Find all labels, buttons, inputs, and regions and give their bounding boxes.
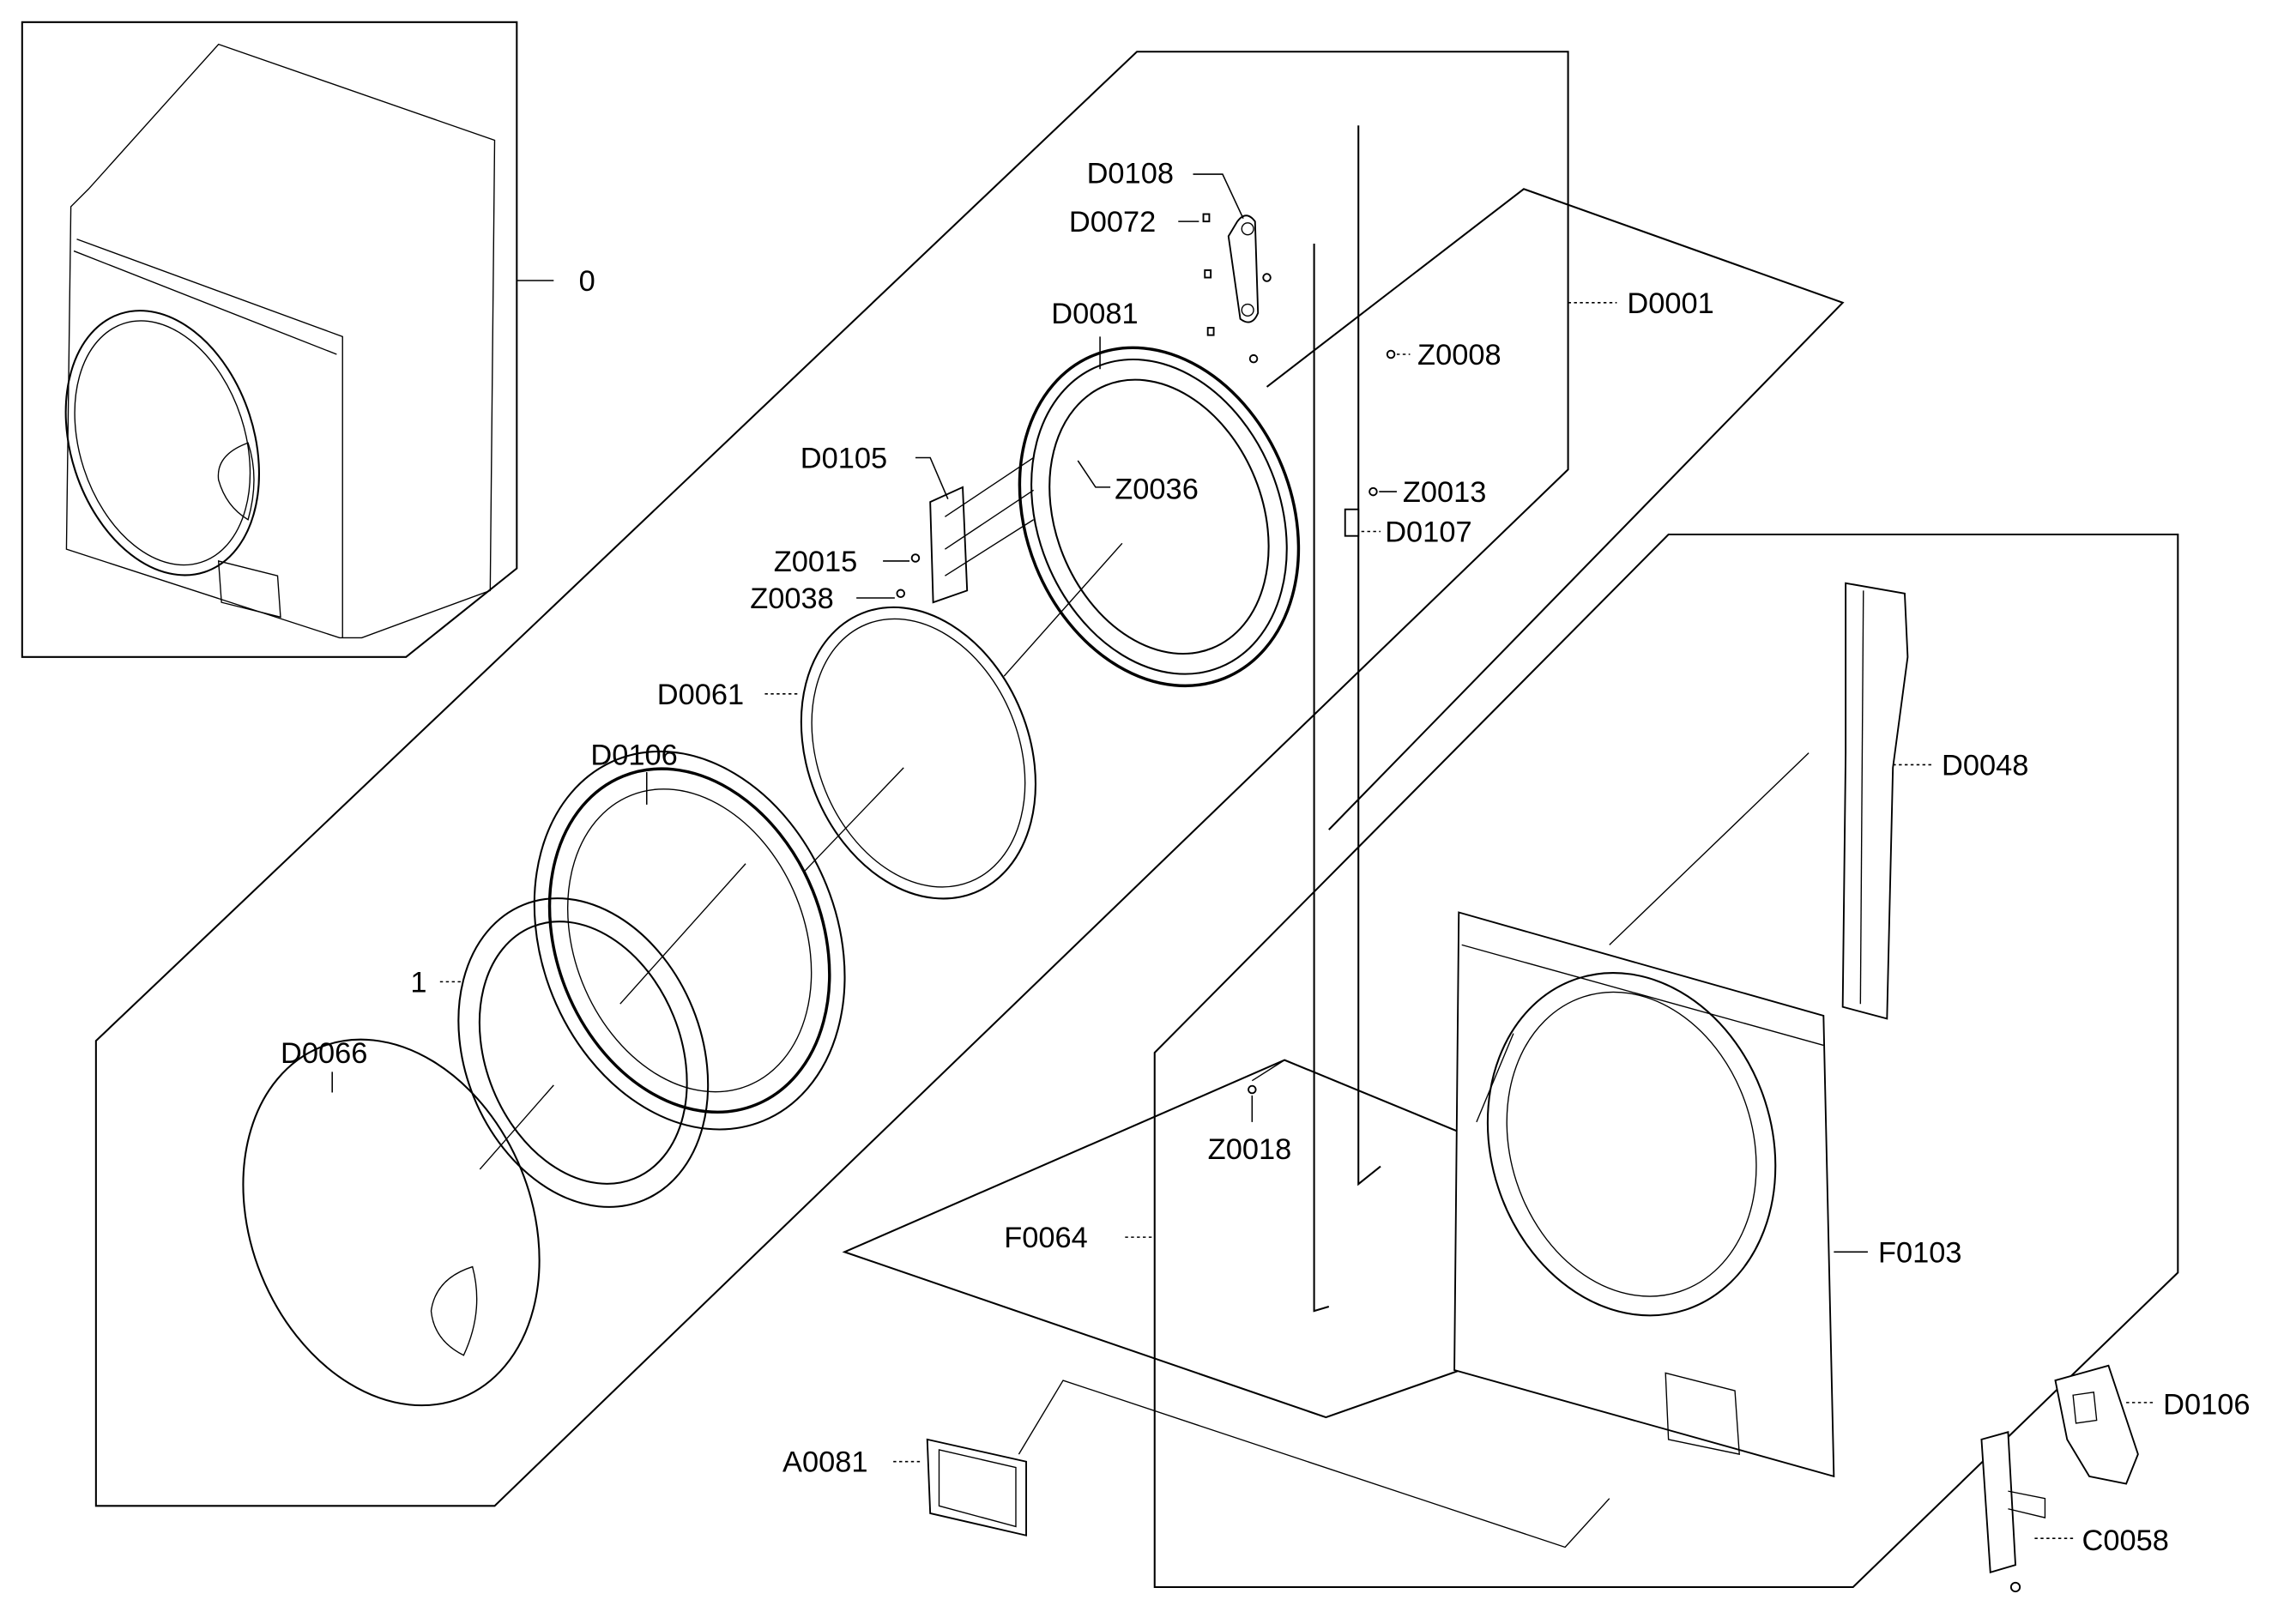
label-d0108: D0108 bbox=[1087, 157, 1174, 190]
label-d0048: D0048 bbox=[1942, 749, 2028, 782]
label-f0064: F0064 bbox=[1004, 1222, 1088, 1254]
screw-z0018: Z0018 bbox=[1208, 1060, 1292, 1166]
hinge-part: D0108 D0072 bbox=[1069, 157, 1272, 364]
label-d0001: D0001 bbox=[1627, 287, 1713, 320]
label-z0038: Z0038 bbox=[750, 583, 834, 615]
label-a0081: A0081 bbox=[782, 1446, 868, 1479]
label-d0072: D0072 bbox=[1069, 206, 1156, 238]
side-brace: D0048 bbox=[1609, 582, 2028, 1020]
label-d0105: D0105 bbox=[801, 443, 887, 475]
label-assembly: 0 bbox=[579, 265, 595, 298]
hinge-cover-a0081: A0081 bbox=[782, 1379, 1610, 1549]
front-panel-group: F0064 bbox=[842, 533, 2179, 1589]
door-frame-ring: D0081 Z0036 bbox=[1018, 298, 1301, 688]
bottom-right-parts: D0106 C0058 bbox=[1980, 1364, 2251, 1593]
label-d0061: D0061 bbox=[657, 679, 744, 711]
door-trim-ring: D0106 bbox=[533, 739, 846, 1131]
label-z0008: Z0008 bbox=[1417, 339, 1501, 371]
label-z0018: Z0018 bbox=[1208, 1133, 1292, 1166]
door-cover: D0066 bbox=[242, 1037, 541, 1407]
label-d0066: D0066 bbox=[281, 1037, 367, 1070]
door-assembly-group: 1 bbox=[94, 51, 1569, 1507]
label-z0036: Z0036 bbox=[1115, 474, 1199, 506]
label-z0013: Z0013 bbox=[1403, 476, 1487, 509]
inner-glass: D0061 bbox=[657, 542, 1123, 900]
label-d0106-ring: D0106 bbox=[590, 739, 677, 771]
label-d0106-bracket: D0106 bbox=[2163, 1389, 2250, 1422]
label-z0015: Z0015 bbox=[774, 546, 858, 578]
hinge-group: D0001 bbox=[1266, 125, 1845, 1313]
label-d0107: D0107 bbox=[1385, 516, 1471, 549]
door-outer-ring bbox=[457, 863, 746, 1208]
latch-parts: Z0008 Z0013 D0107 bbox=[1344, 339, 1501, 549]
hinge-bracket: D0105 Z0015 Z0038 bbox=[750, 443, 1035, 615]
label-door-assy: 1 bbox=[410, 966, 426, 999]
front-panel: F0103 bbox=[1453, 911, 1962, 1478]
assembly-inset: 0 bbox=[21, 21, 595, 658]
label-c0058: C0058 bbox=[2082, 1524, 2168, 1557]
label-f0103: F0103 bbox=[1878, 1236, 1962, 1269]
label-d0081: D0081 bbox=[1051, 298, 1138, 330]
